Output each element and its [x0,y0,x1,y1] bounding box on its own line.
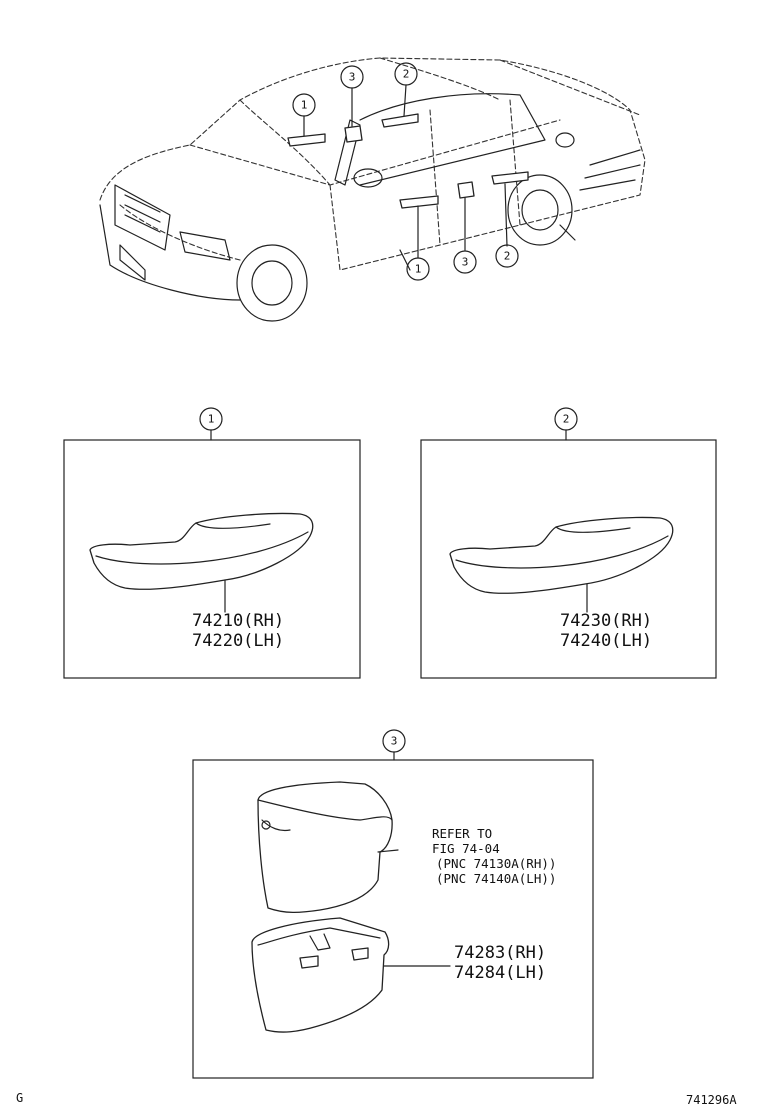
figure-id: 741296A [686,1093,737,1107]
part-number-74210: 74210(RH) [192,611,284,631]
panel-1-box [63,439,361,679]
refer-to-line: REFER TO [432,826,492,841]
svg-text:2: 2 [403,68,410,81]
console-lid-drawing [257,781,399,914]
console-pocket-drawing [251,917,451,1033]
car-callout-3-top: 3 [340,65,364,89]
car-callout-2-bottom: 2 [495,244,519,268]
svg-text:1: 1 [208,413,215,426]
svg-text:1: 1 [301,99,308,112]
armrest-rear-drawing [449,516,674,613]
car-illustration [99,57,646,322]
svg-text:1: 1 [415,263,422,276]
part-number-74220: 74220(LH) [192,631,284,651]
part-number-74284: 74284(LH) [454,963,546,983]
armrest-front-drawing [89,512,314,613]
svg-text:3: 3 [462,256,469,269]
panel-3-box [192,759,594,1079]
panel-3-callout: 3 [382,729,406,761]
car-callout-1-bottom: 1 [406,257,430,281]
svg-text:3: 3 [391,735,398,748]
panel-1-callout: 1 [199,407,223,441]
svg-text:2: 2 [563,413,570,426]
panel-2-callout: 2 [554,407,578,441]
refer-pnc-rh: (PNC 74130A(RH)) [436,856,556,871]
svg-text:3: 3 [349,71,356,84]
panel-2-box [420,439,717,679]
refer-pnc-lh: (PNC 74140A(LH)) [436,871,556,886]
svg-text:2: 2 [504,250,511,263]
car-callout-2-top: 2 [394,62,418,86]
part-number-74240: 74240(LH) [560,631,652,651]
refer-fig-line: FIG 74-04 [432,841,500,856]
car-callout-1-top: 1 [292,93,316,117]
part-number-74283: 74283(RH) [454,943,546,963]
footer-code: G [16,1091,23,1105]
car-callout-3-bottom: 3 [453,250,477,274]
part-number-74230: 74230(RH) [560,611,652,631]
